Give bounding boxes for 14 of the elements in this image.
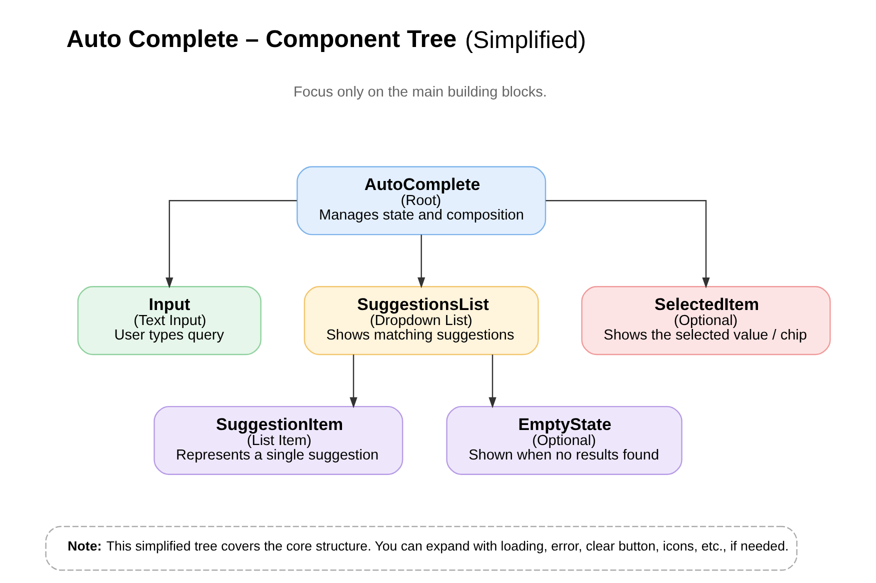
arrow	[350, 354, 358, 408]
node-box: SuggestionsList (Dropdown List) Shows matching suggestions	[304, 286, 539, 356]
node-box: Note: This simplified tree covers the core structure. You can expand with loading, error, clear button, icons, etc., if needed.	[45, 526, 798, 571]
node-box: SuggestionItem (List Item) Represents a single suggestion	[154, 406, 404, 475]
node-box: EmptyState (Optional) Shown when no results found	[446, 406, 682, 475]
arrow	[418, 234, 426, 288]
node-box: Input (Text Input) User types query	[77, 286, 262, 356]
node-box: AutoComplete (Root) Manages state and composition	[296, 166, 546, 236]
arrow	[546, 200, 710, 288]
arrow	[488, 354, 496, 408]
node-box: SelectedItem (Optional) Shows the selected value / chip	[581, 286, 831, 356]
label: Focus only on the main building blocks.	[294, 84, 547, 101]
diagram-title: Auto Complete – Component Tree (Simplified)	[66, 26, 586, 54]
arrow	[166, 200, 297, 288]
